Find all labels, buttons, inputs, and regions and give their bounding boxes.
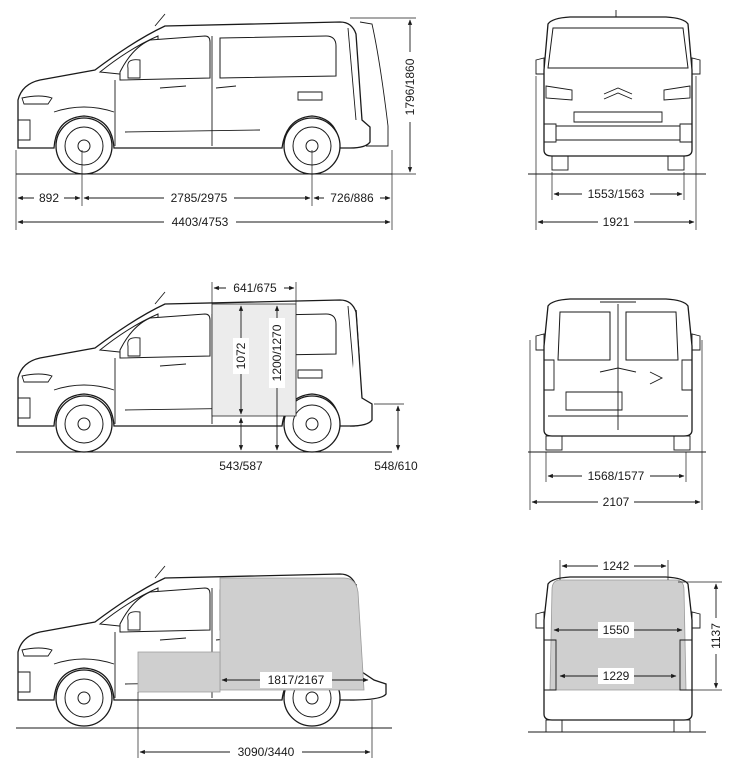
dim-load-height: 1137 bbox=[678, 581, 724, 691]
sliding-door-opening-height-label: 1200/1270 bbox=[270, 324, 284, 381]
sliding-door-height-label: 1072 bbox=[234, 342, 248, 369]
side-view-sliding-door bbox=[16, 291, 400, 453]
dim-sliding-door-height: 1072 1200/1270 543/587 bbox=[219, 305, 285, 473]
front-track-label: 1553/1563 bbox=[588, 187, 645, 201]
dim-load-floor-length: 1817/2167 bbox=[221, 672, 369, 688]
wheelbase-label: 2785/2975 bbox=[171, 191, 228, 205]
height-label: 1796/1860 bbox=[403, 58, 417, 115]
width-mid-label: 1550 bbox=[603, 623, 630, 637]
dim-max-load-length: 3090/3440 bbox=[137, 692, 373, 760]
rear-overhang-label: 726/886 bbox=[330, 191, 374, 205]
dim-overall-width-mirrors: 2107 bbox=[529, 340, 703, 510]
dim-overall-width: 1921 bbox=[535, 76, 697, 230]
dim-load-sill-height: 548/610 bbox=[374, 403, 418, 473]
dim-width-between-arches: 1229 bbox=[559, 668, 677, 684]
dim-rear-track: 1568/1577 bbox=[545, 452, 687, 484]
max-load-length-label: 3090/3440 bbox=[238, 745, 295, 759]
dim-row-overhangs: 892 2785/2975 726/886 4403/4753 bbox=[15, 150, 393, 230]
overall-width-mirrors-label: 2107 bbox=[603, 495, 630, 509]
front-view bbox=[528, 9, 706, 175]
dim-front-track: 1553/1563 bbox=[551, 172, 685, 202]
load-floor-length-label: 1817/2167 bbox=[268, 673, 325, 687]
top-width-label: 1242 bbox=[603, 559, 630, 573]
overall-width-label: 1921 bbox=[603, 215, 630, 229]
overall-length-label: 4403/4753 bbox=[172, 215, 229, 229]
width-between-arches-label: 1229 bbox=[603, 669, 630, 683]
dim-sliding-door-width: 641/675 bbox=[211, 280, 297, 304]
sliding-door-width-label: 641/675 bbox=[233, 281, 277, 295]
rear-load-view bbox=[528, 576, 706, 733]
dim-width-mid: 1550 bbox=[553, 622, 683, 638]
load-height-label: 1137 bbox=[709, 623, 723, 649]
front-overhang-label: 892 bbox=[39, 191, 59, 205]
dim-top-width: 1242 bbox=[559, 558, 669, 580]
side-view-overall bbox=[16, 13, 392, 175]
rear-view bbox=[528, 298, 706, 453]
side-view-cargo bbox=[16, 565, 400, 729]
load-sill-height-label: 548/610 bbox=[374, 459, 418, 473]
dim-height-1: 1796/1860 bbox=[350, 17, 417, 175]
sill-height-label: 543/587 bbox=[219, 459, 263, 473]
rear-track-label: 1568/1577 bbox=[588, 469, 645, 483]
